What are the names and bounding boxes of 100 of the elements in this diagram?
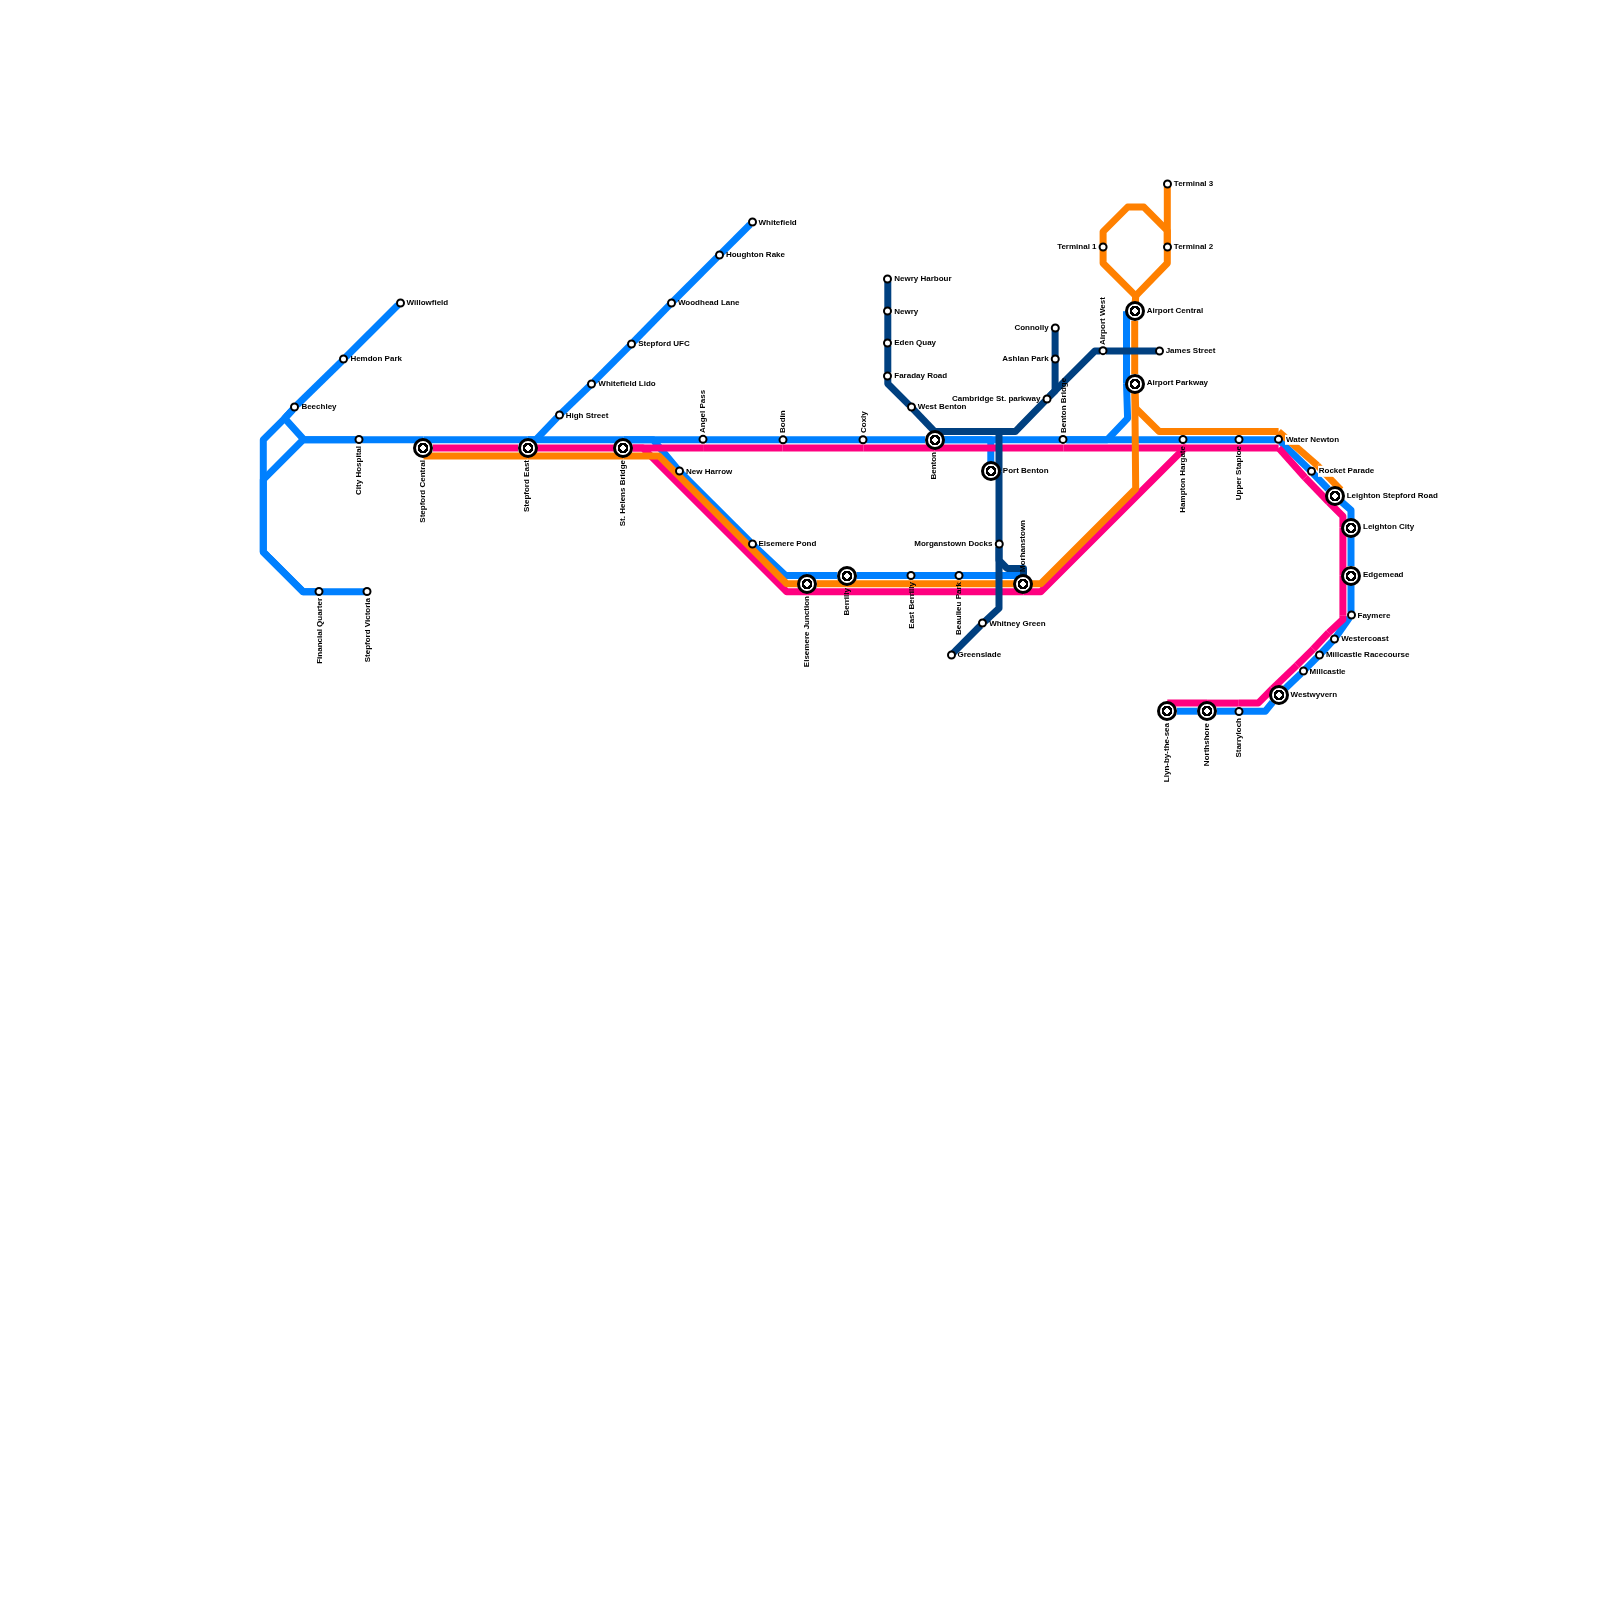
rail-line [846, 580, 912, 588]
rail-line [1278, 439, 1312, 472]
rail-line [718, 222, 753, 256]
rail-line [1276, 428, 1320, 468]
rail-line [322, 588, 365, 596]
station-name: Berrilly [842, 587, 852, 616]
rail-line [1294, 646, 1316, 668]
rail-line [1333, 615, 1353, 639]
station-name: Airport Parkway [1146, 379, 1209, 388]
rail-line [1283, 670, 1304, 691]
station-name: Newry [894, 307, 919, 316]
rail-line [1051, 330, 1059, 357]
station-name: Bodin [778, 410, 787, 434]
station-name: Upper Staploe [1234, 446, 1243, 501]
rail-line [884, 314, 892, 340]
rail-line [884, 345, 892, 373]
station-name: Stepford Victoria [363, 598, 372, 663]
station-name: Benton Bridge [1059, 378, 1068, 434]
rail-line [884, 378, 912, 408]
rail-line [1347, 537, 1355, 566]
rail-line [1046, 347, 1101, 400]
station-name: Westercoast [1341, 634, 1389, 643]
rail-line [914, 572, 957, 579]
station-name: Morganstown Docks [914, 539, 993, 549]
station-name: Northshore [1202, 723, 1212, 767]
station-name: Faymere [1357, 611, 1391, 620]
rail-line [856, 572, 909, 579]
station-name: Whitefield [758, 218, 797, 227]
station-name: Houghton Rake [725, 250, 785, 260]
rail-line [1167, 699, 1208, 707]
station-name: Edgemead [1363, 571, 1404, 580]
station-name: Terminal 1 [1057, 242, 1097, 252]
rail-line [1339, 527, 1347, 576]
rail-line [294, 358, 345, 408]
station-name: Terminal 3 [1173, 179, 1214, 188]
rail-line [259, 436, 357, 596]
station-name: Coxly [859, 411, 868, 434]
rail-line [1163, 186, 1171, 245]
station-name: Millcastle [1309, 667, 1346, 676]
station-name: Port Benton [1002, 467, 1049, 476]
station-name: Llyn-by-the-sea [1163, 723, 1172, 783]
rail-line [1241, 700, 1276, 715]
station-name: Whitney Green [989, 619, 1046, 628]
rail-line [1216, 707, 1236, 715]
station-name: Ashlan Park [1002, 354, 1049, 364]
station-name: East Berrilly [907, 582, 916, 629]
station-name: Stepford Central [419, 459, 428, 523]
rail-line [911, 588, 960, 596]
station-name: Connolly [1014, 323, 1049, 332]
rail-line [671, 254, 720, 304]
station-name: Millcastle Racecourse [1325, 650, 1410, 660]
rail-line [433, 444, 518, 452]
station-name: Leighton City [1363, 523, 1415, 532]
station-name: St. Helens Bridge [619, 459, 628, 527]
station-name: Stepford East [523, 459, 532, 512]
station-name: Morhanstown [1019, 519, 1028, 572]
station-name: Leighton Stepford Road [1346, 491, 1438, 501]
rail-line [1123, 311, 1130, 384]
rail-line [785, 436, 861, 444]
station-name: Terminal 2 [1173, 242, 1214, 252]
rail-line [623, 452, 798, 588]
rail-line [1339, 575, 1347, 616]
station-name: Airport West [1098, 296, 1108, 345]
rail-line [959, 588, 1024, 596]
rail-line [1031, 393, 1140, 588]
station-name: Water Newton [1285, 434, 1341, 445]
rail-line [866, 436, 926, 444]
rail-line [782, 444, 864, 452]
rail-line [910, 406, 938, 434]
rail-line [807, 572, 838, 579]
station-name: Beaulieu Park [954, 582, 964, 635]
station-name: West Benton [917, 402, 967, 412]
station-name: Greenslade [957, 650, 1002, 660]
station-name: Financial Quarter [315, 598, 324, 665]
rail-line [1185, 436, 1236, 444]
rail-line [1310, 471, 1331, 492]
rail-line [631, 302, 672, 345]
station-name: Westwyvern [1290, 690, 1338, 700]
station-name: High Street [565, 411, 609, 420]
rail-line [591, 343, 633, 385]
rail-line [423, 452, 528, 460]
rail-line [846, 588, 912, 596]
rail-line [934, 444, 1064, 452]
station-name: Woodhead Lane [677, 298, 740, 308]
rail-line [950, 623, 984, 656]
rail-line [527, 436, 624, 444]
rail-line [1310, 630, 1332, 652]
rail-line [1339, 499, 1355, 520]
rail-line [362, 436, 424, 444]
station-name: Cambridge St. parkway [951, 394, 1041, 404]
station-name: Beechley [301, 402, 337, 412]
station-name: Benton [930, 451, 939, 480]
station-name: James Street [1165, 346, 1216, 356]
station-name: New Harrow [686, 467, 733, 476]
rail-line [527, 452, 624, 460]
station-name: Elsemere Junction [802, 595, 812, 667]
station-name: Newry Harbour [894, 274, 952, 283]
rail-line [1276, 445, 1308, 480]
station-name: City Hospital [354, 446, 364, 496]
station-name: Faraday Road [894, 371, 948, 380]
